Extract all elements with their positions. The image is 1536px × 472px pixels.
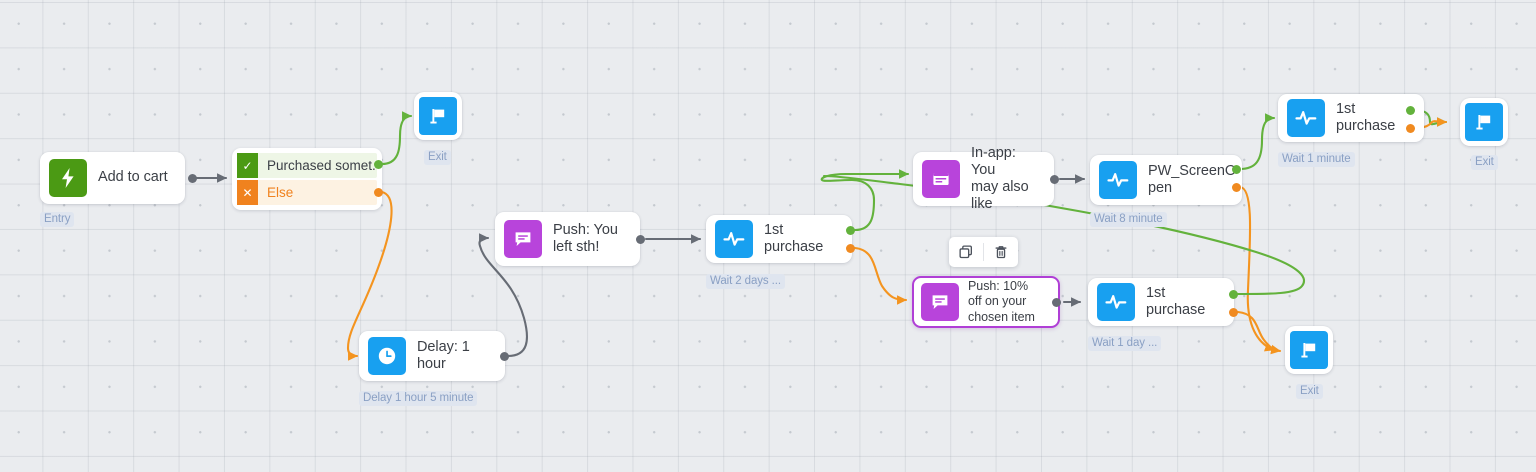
node-push-10-off[interactable]: Push: 10% off on your chosen item — [912, 276, 1060, 328]
port-out-event-b-orange[interactable] — [1229, 308, 1238, 317]
caption-entry: Entry — [40, 212, 75, 227]
node-event-pw-screenopen[interactable]: PW_ScreenO pen — [1090, 155, 1242, 205]
clock-icon — [368, 337, 406, 375]
port-out-pwscreen-green[interactable] — [1232, 165, 1241, 174]
caption-exit-right: Exit — [1471, 155, 1498, 170]
condition-branch-yes[interactable]: ✓ Purchased somet... — [237, 153, 377, 178]
port-out-add-to-cart[interactable] — [188, 174, 197, 183]
check-icon: ✓ — [237, 153, 258, 178]
delete-node-button[interactable] — [984, 237, 1018, 267]
node-label: 1st purchase — [1336, 100, 1396, 134]
port-out-condition-yes[interactable] — [374, 160, 383, 169]
port-out-delay[interactable] — [500, 352, 509, 361]
port-out-event-c-green[interactable] — [1406, 106, 1415, 115]
port-out-push-10-off[interactable] — [1052, 298, 1061, 307]
port-out-condition-else[interactable] — [374, 188, 383, 197]
node-event-1st-purchase-c[interactable]: 1st purchase — [1278, 94, 1424, 142]
lightning-bolt-icon — [49, 159, 87, 197]
caption-wait-1-day: Wait 1 day ... — [1088, 336, 1162, 351]
node-add-to-cart[interactable]: Add to cart — [40, 152, 185, 204]
node-delay-1-hour[interactable]: Delay: 1 hour — [359, 331, 505, 381]
edge-yes-exittop — [380, 111, 413, 166]
edge-pwscreen-exitbottom — [1238, 185, 1276, 352]
pulse-icon — [1097, 283, 1135, 321]
push-message-icon — [921, 283, 959, 321]
condition-branch-else[interactable]: ✕ Else — [237, 180, 377, 205]
port-out-event-b-green[interactable] — [1229, 290, 1238, 299]
node-exit-bottom[interactable] — [1285, 326, 1333, 374]
flag-icon — [1465, 103, 1503, 141]
caption-wait-2-days: Wait 2 days ... — [706, 274, 785, 289]
caption-exit-bottom: Exit — [1296, 384, 1323, 399]
flag-icon — [419, 97, 457, 135]
port-out-push-left-sth[interactable] — [636, 235, 645, 244]
node-push-left-sth[interactable]: Push: You left sth! — [495, 212, 640, 266]
pulse-icon — [1287, 99, 1325, 137]
node-event-1st-purchase-b[interactable]: 1st purchase — [1088, 278, 1234, 326]
port-out-inapp[interactable] — [1050, 175, 1059, 184]
node-inapp-you-may-also-like[interactable]: In-app: You may also like — [913, 145, 1054, 212]
caption-exit-top: Exit — [424, 150, 451, 165]
pulse-icon — [715, 220, 753, 258]
toolbar-divider — [983, 243, 984, 261]
edge-pwscreen-eventc — [1238, 113, 1276, 171]
edge-eventb-exitbottom — [1236, 310, 1282, 355]
caption-wait-8-minute: Wait 8 minute — [1090, 212, 1167, 227]
duplicate-node-button[interactable] — [949, 237, 983, 267]
pulse-icon — [1099, 161, 1137, 199]
caption-wait-1-minute: Wait 1 minute — [1278, 152, 1355, 167]
node-event-1st-purchase-a[interactable]: 1st purchase — [706, 215, 852, 263]
node-condition-purchased[interactable]: ✓ Purchased somet... ✕ Else — [232, 148, 382, 210]
node-label: In-app: You may also like — [971, 144, 1029, 213]
node-toolbar[interactable] — [949, 237, 1018, 267]
port-out-event-c-orange[interactable] — [1406, 124, 1415, 133]
port-out-event-a-green[interactable] — [846, 226, 855, 235]
node-exit-right[interactable] — [1460, 98, 1508, 146]
in-app-window-icon — [922, 160, 960, 198]
caption-delay: Delay 1 hour 5 minute — [359, 391, 478, 406]
port-out-event-a-orange[interactable] — [846, 244, 855, 253]
condition-branch-label: Purchased somet... — [267, 158, 377, 173]
node-label: Push: You left sth! — [553, 221, 618, 255]
node-label: Add to cart — [98, 169, 168, 186]
node-label: Push: 10% off on your chosen item — [968, 278, 1035, 324]
flag-icon — [1290, 331, 1328, 369]
node-label: Delay: 1 hour — [417, 338, 470, 372]
node-exit-top[interactable] — [414, 92, 462, 140]
edge-eventa-push10 — [853, 246, 908, 305]
condition-branch-label: Else — [267, 185, 294, 200]
node-label: 1st purchase — [1146, 284, 1206, 318]
node-label: PW_ScreenO pen — [1148, 162, 1237, 196]
push-message-icon — [504, 220, 542, 258]
port-out-pwscreen-orange[interactable] — [1232, 183, 1241, 192]
node-label: 1st purchase — [764, 221, 824, 255]
cross-icon: ✕ — [237, 180, 258, 205]
